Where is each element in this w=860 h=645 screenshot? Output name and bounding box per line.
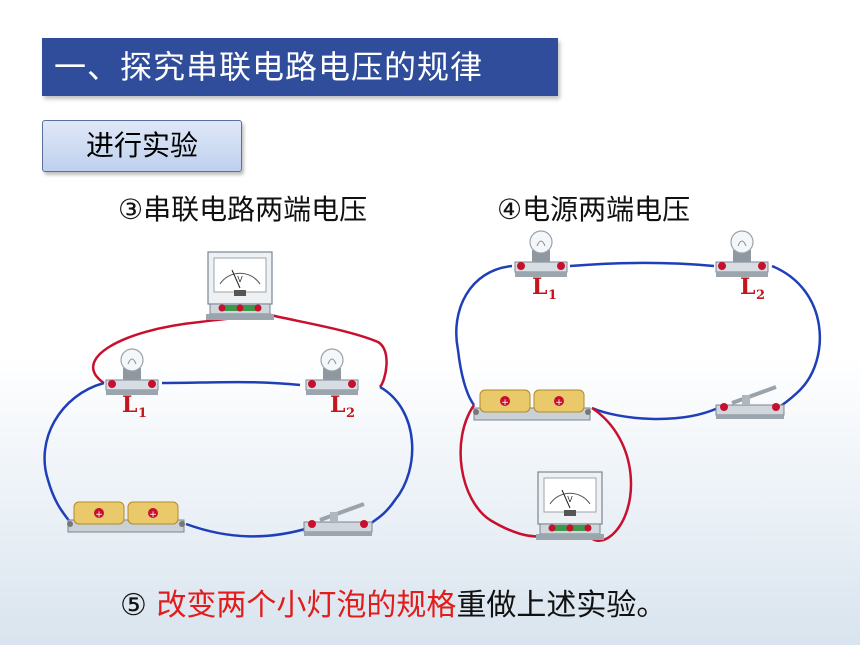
switch-right — [714, 385, 786, 421]
label-l1-left-sub: 1 — [138, 406, 147, 421]
voltmeter-left — [205, 251, 275, 321]
bulb-l1-right — [514, 230, 568, 278]
label-l2-right: L — [740, 274, 755, 300]
label-l2-left: L — [330, 392, 345, 418]
caption-right: ④电源两端电压 — [497, 193, 691, 226]
caption-left: ③串联电路两端电压 — [118, 193, 368, 226]
battery-right — [472, 389, 592, 421]
label-l1-right: L — [532, 274, 547, 300]
battery-left — [66, 501, 186, 533]
step5-prefix: ⑤ — [120, 588, 157, 623]
switch-left — [302, 502, 374, 538]
voltmeter-right — [535, 471, 605, 541]
label-l1-left: L — [122, 392, 137, 418]
step5-suffix: 重做上述实验。 — [456, 588, 667, 623]
bulb-l2-right — [715, 230, 769, 278]
section-label: 进行实验 — [42, 120, 242, 172]
bulb-l1-left — [105, 348, 159, 396]
bulb-l2-left — [305, 348, 359, 396]
label-l2-right-sub: 2 — [756, 288, 765, 303]
instruction-step5: ⑤ 改变两个小灯泡的规格重做上述实验。 — [120, 580, 666, 624]
label-l1-right-sub: 1 — [548, 288, 557, 303]
label-l2-left-sub: 2 — [346, 406, 355, 421]
page-title: 一、探究串联电路电压的规律 — [42, 38, 558, 96]
step5-highlight: 改变两个小灯泡的规格 — [156, 588, 457, 623]
